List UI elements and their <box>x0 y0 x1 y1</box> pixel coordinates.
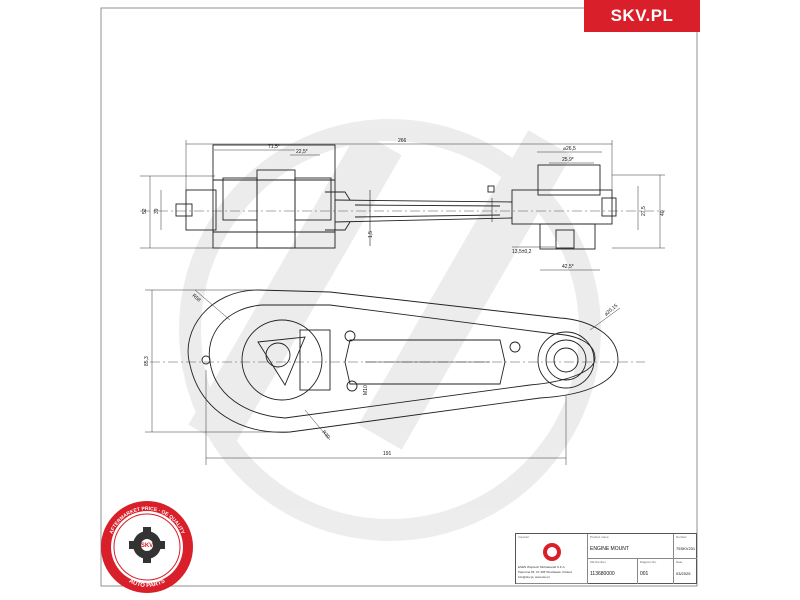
date-value: 03/2025 <box>676 571 691 576</box>
dim-40: 40 <box>660 210 666 216</box>
title-block: Importer ESEN Wojciech Michałowski S.K.A… <box>515 533 697 584</box>
address-line-3: info@skv.pl, www.skv.pl <box>518 575 550 579</box>
oe-cell: OE Number 113680000 <box>588 559 638 584</box>
gear-icon <box>129 527 165 563</box>
dim-52: 52 <box>142 208 148 214</box>
dimension-lines-bottom <box>145 289 621 465</box>
stamp-center-text: SKV <box>141 543 153 549</box>
brand-badge: SKV.PL <box>584 0 700 32</box>
number-cell: Number 75SKV231 <box>674 534 697 559</box>
dim-25-9: 25,9* <box>562 157 574 163</box>
dim-191: 191 <box>383 451 392 457</box>
quality-stamp: SKV AFTERMARKET PRICE · OE QUALITY AUTO … <box>101 501 193 593</box>
dimension-lines-top <box>140 140 665 271</box>
number-value: 75SKV231 <box>676 546 696 551</box>
stamp-bottom-text: AUTO PARTS <box>128 578 167 589</box>
dim-85-3: 85,3 <box>144 356 150 366</box>
company-cell: Importer ESEN Wojciech Michałowski S.K.A… <box>516 534 588 584</box>
date-cell: Date 03/2025 <box>674 559 697 584</box>
dim-m10: M10 <box>363 385 369 395</box>
company-logo <box>543 543 561 561</box>
dim-71-5: 71,5* <box>268 144 280 150</box>
dim-22-5: 22,5* <box>296 149 308 155</box>
oe-label: OE Number <box>590 560 606 564</box>
product-label: Product name <box>590 535 609 539</box>
diagram-value: 001 <box>640 571 649 577</box>
oe-value: 113680000 <box>590 571 615 577</box>
diagram-label: Diagram No. <box>640 560 657 564</box>
number-label: Number <box>676 535 687 539</box>
address-line-2: Paprotna 65, 07-305 Wrocławek, Poland <box>518 570 572 574</box>
top-view <box>150 289 645 433</box>
dim-r30: R30 <box>320 429 331 440</box>
dim-39: 39 <box>154 208 160 214</box>
diagram-cell: Diagram No. 001 <box>638 559 674 584</box>
dim-overall-length: 266 <box>398 138 407 144</box>
address-line-1: ESEN Wojciech Michałowski S.K.A. <box>518 565 566 569</box>
dim-13-5: 13,5±0,2 <box>512 249 532 255</box>
dim-27-5: 27,5 <box>641 206 647 216</box>
dim-1-5: 1,5 <box>368 231 374 238</box>
side-view <box>140 144 665 250</box>
product-cell: Product name ENGINE MOUNT <box>588 534 674 559</box>
dim-26-5: ⌀26,5 <box>563 146 576 152</box>
company-label: Importer <box>518 535 530 539</box>
drawing-frame <box>100 7 698 587</box>
dim-42-5: 42,5* <box>562 264 574 270</box>
product-value: ENGINE MOUNT <box>590 546 629 552</box>
dim-r58: R58 <box>191 293 202 304</box>
date-label: Date <box>676 560 683 564</box>
